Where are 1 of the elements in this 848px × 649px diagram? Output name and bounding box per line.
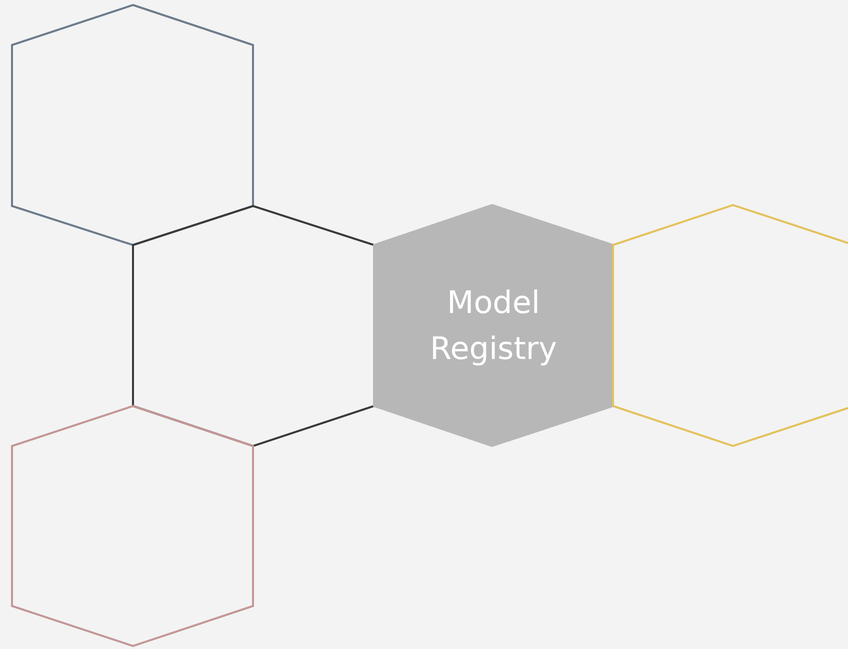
- hexagon-label: Model Registry: [429, 284, 558, 368]
